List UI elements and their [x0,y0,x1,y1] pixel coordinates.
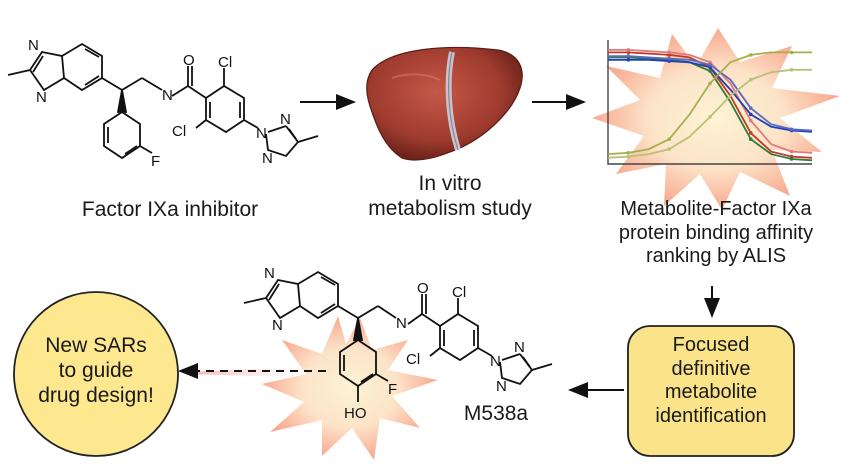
liver-caption-line: metabolism study [368,196,532,220]
atom-cl: Cl [406,351,420,368]
atom-n: N [162,87,173,104]
data-point [667,50,671,55]
atom-f: F [151,153,160,170]
atom-n: N [36,89,47,106]
data-point [708,69,712,73]
atom-n: N [28,37,39,54]
data-point [708,115,712,119]
atom-n: N [514,339,525,356]
data-point [789,127,794,132]
atom-cl: Cl [452,284,466,301]
focused-box-text: Focused definitive metabolite identifica… [628,334,794,428]
data-point [749,106,753,110]
chart-caption-line: ranking by ALIS [645,245,787,268]
metabolite-label: M538a [463,402,529,425]
data-point [626,58,631,62]
focused-identification-box [627,325,795,457]
data-point [789,50,794,55]
atom-cl: Cl [218,54,232,71]
atom-n: N [490,353,501,370]
outcome-text: New SARs to guide drug design! [18,334,174,408]
focused-box-line: identification [655,404,767,427]
chart-caption-line: Metabolite-Factor IXa [620,198,812,220]
outcome-line: drug design! [38,383,154,407]
data-point [626,50,631,55]
red-fade-arrow [186,366,330,378]
metabolite-structure [243,270,553,402]
data-point [749,53,753,57]
atom-o: O [417,280,429,297]
inhibitor-structure [7,42,319,160]
liver-image [366,46,523,161]
data-point [667,59,671,63]
atom-n: N [496,378,507,395]
metabolite-burst [262,316,438,460]
atom-f: F [388,381,397,398]
data-point [708,60,712,65]
data-point [749,112,753,117]
inhibitor-caption: Factor IXa inhibitor [81,198,259,221]
outcome-circle [13,291,179,457]
data-point [667,147,671,151]
atom-ho: HO [344,405,367,422]
data-point [708,81,712,86]
atom-n: N [256,125,267,142]
data-point [626,48,631,52]
atom-n: N [262,150,273,167]
data-point [789,149,794,154]
data-point [749,131,753,135]
data-point [789,157,794,161]
data-point [749,118,753,123]
focused-box-line: Focused [672,334,750,356]
outcome-line: New SARs [45,334,147,357]
data-point [626,54,631,58]
data-point [667,53,671,57]
focused-box-line: metabolite [664,381,758,404]
data-point [749,137,753,141]
inhibitor-atoms: N N N O Cl Cl F N N N [28,37,291,170]
data-point [667,56,671,61]
atom-n: N [280,111,291,128]
data-point [789,68,794,72]
outcome-line: to guide [58,358,134,382]
chart-caption: Metabolite-Factor IXa protein binding af… [598,198,834,269]
atom-n: N [396,315,407,332]
metabolite-atoms: N N N O Cl Cl F HO N N N [264,265,525,422]
atom-o: O [183,52,195,69]
data-point [667,137,671,141]
focused-box-line: definitive [671,357,751,380]
liver-caption-line: In vitro [418,172,482,195]
atom-cl: Cl [172,123,186,140]
data-point [626,151,631,155]
data-point [708,63,712,67]
alis-binding-chart [607,40,813,165]
data-point [626,154,631,159]
liver-caption: In vitro metabolism study [352,172,548,222]
chart-axes [607,40,812,165]
atom-n: N [272,317,283,334]
atom-n: N [264,265,275,282]
chart-caption-line: protein binding affinity [618,221,814,244]
data-point [749,77,753,82]
